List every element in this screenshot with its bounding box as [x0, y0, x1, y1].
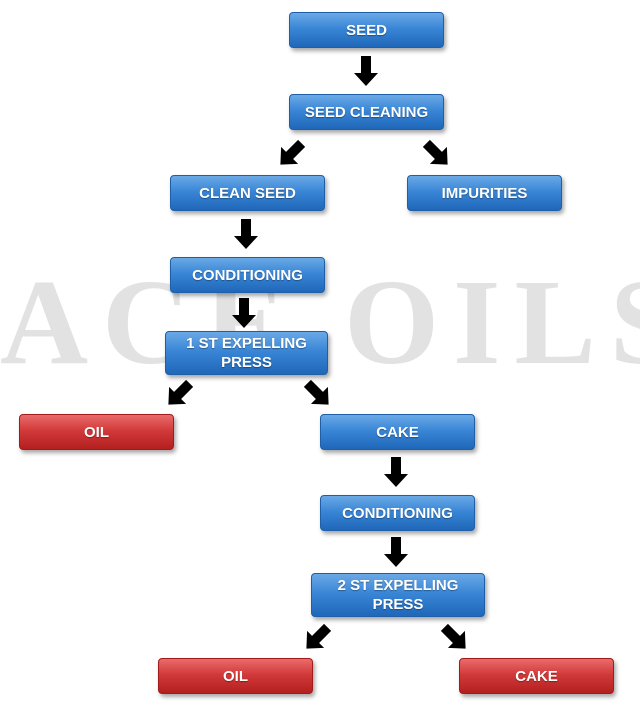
arrow-press-1-to-cake	[298, 374, 338, 414]
node-expelling-press-1: 1 ST EXPELLING PRESS	[165, 331, 328, 375]
arrow-cleaning-to-impurities	[417, 134, 457, 174]
node-impurities: IMPURITIES	[407, 175, 562, 211]
arrow-cake-to-conditioning	[384, 457, 408, 487]
arrow-seed-to-cleaning	[354, 56, 378, 86]
node-oil-1: OIL	[19, 414, 174, 450]
arrow-cleaning-to-clean-seed	[271, 134, 311, 174]
arrow-clean-seed-to-conditioning	[234, 219, 258, 249]
node-expelling-press-2: 2 ST EXPELLING PRESS	[311, 573, 485, 617]
arrow-press-2-to-oil	[297, 618, 337, 658]
node-cake-1: CAKE	[320, 414, 475, 450]
node-oil-2: OIL	[158, 658, 313, 694]
arrow-press-1-to-oil	[159, 374, 199, 414]
arrow-press-2-to-cake	[435, 618, 475, 658]
arrow-conditioning-to-press-1	[232, 298, 256, 328]
node-conditioning-2: CONDITIONING	[320, 495, 475, 531]
node-clean-seed: CLEAN SEED	[170, 175, 325, 211]
arrow-conditioning-to-press-2	[384, 537, 408, 567]
node-seed: SEED	[289, 12, 444, 48]
node-seed-cleaning: SEED CLEANING	[289, 94, 444, 130]
node-cake-2: CAKE	[459, 658, 614, 694]
node-conditioning-1: CONDITIONING	[170, 257, 325, 293]
